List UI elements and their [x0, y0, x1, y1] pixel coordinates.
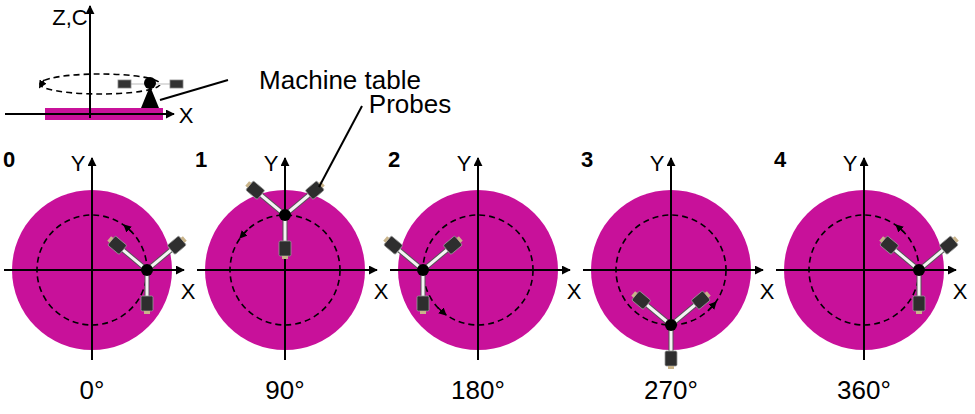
- rotation-panel: [776, 158, 961, 360]
- probe: [417, 296, 429, 314]
- y-axis: [863, 158, 865, 360]
- angle-label: 270°: [644, 377, 698, 403]
- precision-ball: [913, 264, 925, 276]
- angle-label: 180°: [451, 377, 505, 403]
- angle-label: 0°: [80, 377, 105, 403]
- x-axis: [776, 269, 956, 271]
- part-label: Probes: [369, 91, 451, 117]
- x-axis: [583, 269, 763, 271]
- probe: [877, 234, 899, 255]
- y-axis: [477, 158, 479, 360]
- rotation-panel: [583, 158, 763, 369]
- fixture: [141, 86, 159, 108]
- precision-ball: [141, 264, 153, 276]
- rotation-arrow: [898, 227, 904, 233]
- probe: [167, 234, 189, 255]
- x-axis: [197, 269, 377, 271]
- angle-label: 360°: [837, 377, 891, 403]
- leader-line: [160, 80, 228, 100]
- probe: [691, 289, 713, 310]
- angle-label: 90°: [265, 377, 304, 403]
- axis-label: Y: [650, 153, 665, 175]
- axis-label: X: [760, 281, 775, 303]
- axis-label: X: [181, 281, 196, 303]
- panel-number: 3: [581, 149, 593, 171]
- rotation-arrow: [242, 230, 248, 236]
- panel-number: 4: [774, 149, 786, 171]
- probe: [141, 296, 153, 314]
- axis-label: X: [953, 281, 968, 303]
- axis-label: X: [567, 281, 582, 303]
- rotation-panel: [381, 158, 570, 360]
- rotation-arrow: [708, 304, 714, 310]
- precision-ball: [417, 264, 429, 276]
- probe: [443, 234, 465, 255]
- probe: [305, 179, 327, 200]
- probe: [939, 234, 961, 255]
- axis-label: X: [374, 281, 389, 303]
- axis-label: Y: [71, 153, 86, 175]
- probe: [913, 296, 925, 314]
- precision-ball: [279, 209, 291, 221]
- axis-label: Y: [264, 153, 279, 175]
- panel-number: 0: [3, 149, 15, 171]
- panel-number: 2: [388, 149, 400, 171]
- axis-label: Z,C: [52, 7, 87, 29]
- axis-label: X: [179, 105, 194, 127]
- probe: [381, 234, 403, 255]
- probe: [243, 179, 265, 200]
- rotation-panel: [197, 158, 377, 360]
- precision-ball: [144, 77, 156, 89]
- z-axis: [89, 6, 91, 118]
- axis-label: Y: [843, 153, 858, 175]
- probe: [665, 351, 677, 369]
- y-axis: [91, 158, 93, 360]
- inset-view: [5, 6, 183, 120]
- probe: [105, 234, 127, 255]
- x-axis: [4, 269, 184, 271]
- rotation-panel: [4, 158, 189, 360]
- probe: [279, 241, 291, 259]
- leader-line: [319, 106, 362, 187]
- rotation-arrow: [438, 307, 444, 313]
- probe: [629, 289, 651, 310]
- axis-label: Y: [457, 153, 472, 175]
- precision-ball: [665, 319, 677, 331]
- rotation-arrow: [41, 80, 44, 85]
- rotation-arrow: [126, 227, 132, 233]
- part-label: Machine table: [259, 67, 421, 93]
- probe: [170, 80, 183, 88]
- probe: [118, 80, 131, 88]
- panel-number: 1: [195, 149, 207, 171]
